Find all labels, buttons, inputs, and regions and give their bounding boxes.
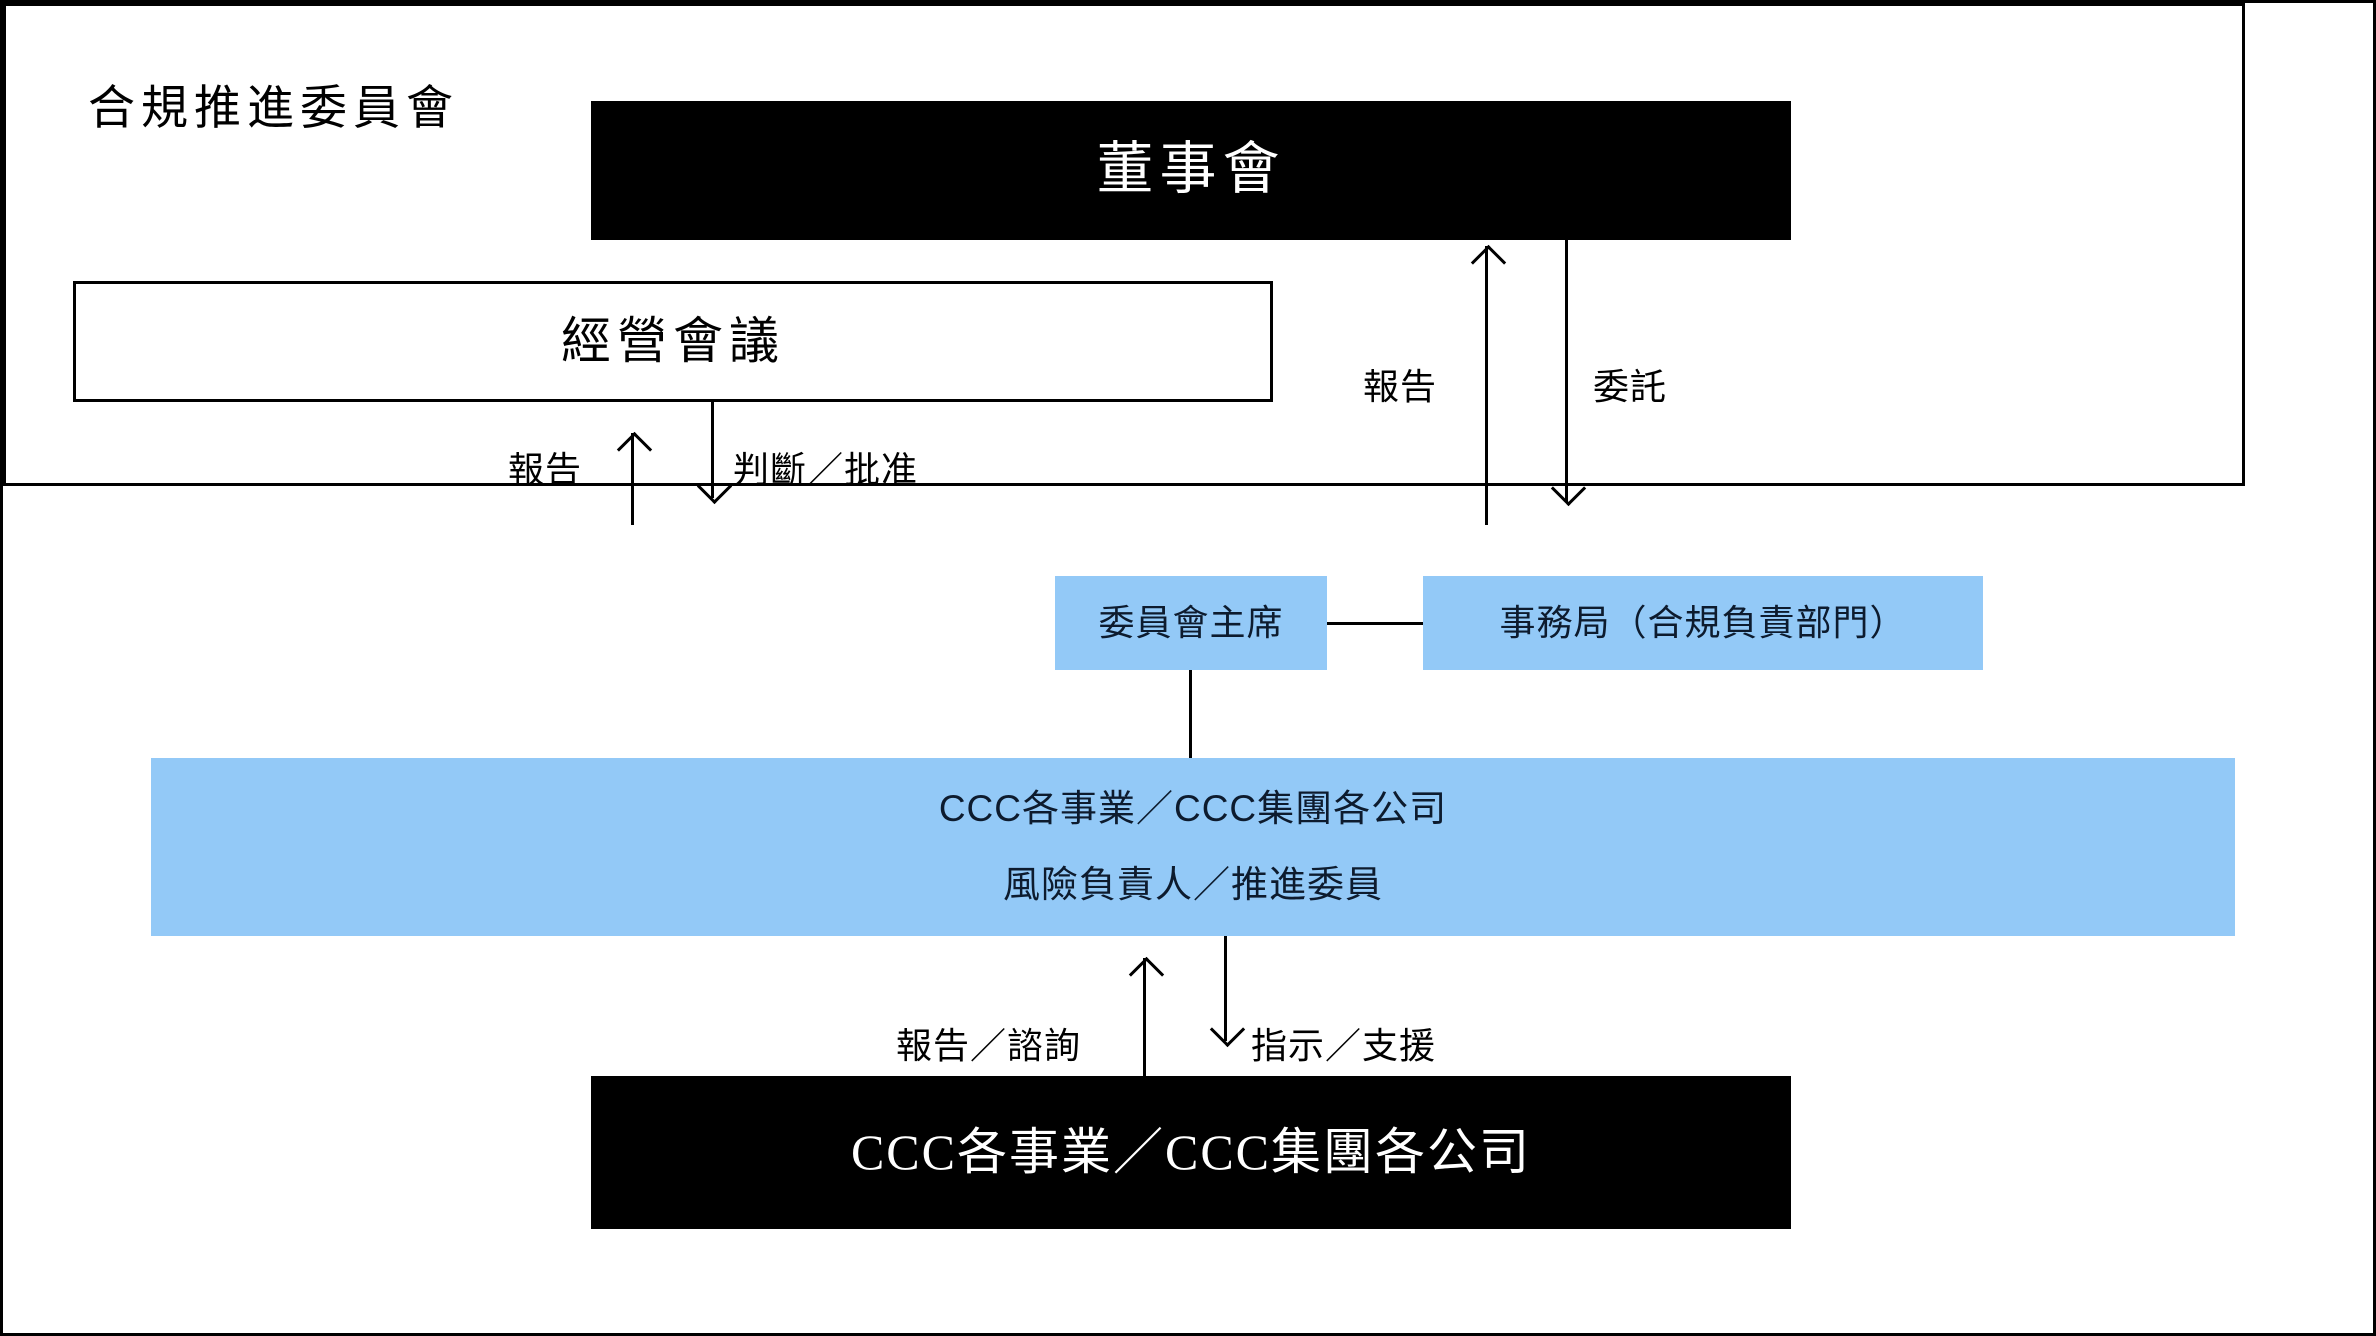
connector-unit-report-arrowhead: [1128, 956, 1165, 993]
connector-chair-units-line: [1189, 670, 1192, 760]
business-units-line-2: 風險負責人／推進委員: [1003, 864, 1383, 905]
connector-unit-report-line: [1143, 958, 1146, 1076]
connector-mgmt-decision-label: 判斷／批准: [733, 449, 919, 490]
committee-chair-label: 委員會主席: [1098, 601, 1284, 643]
business-units-line-1: CCC各事業／CCC集團各公司: [938, 788, 1448, 830]
compliance-committee-box: 合規推進委員會: [3, 3, 2245, 486]
connector-unit-instruct-arrowhead: [1209, 1011, 1246, 1048]
connector-board-delegate-line: [1565, 240, 1568, 502]
compliance-committee-title: 合規推進委員會: [88, 83, 459, 135]
connector-mgmt-report-label: 報告: [508, 449, 583, 490]
connector-board-report-label: 報告: [1363, 366, 1438, 407]
group-companies-label: CCC各事業／CCC集團各公司: [850, 1123, 1532, 1180]
secretariat-box: 事務局（合規負責部門）: [1423, 576, 1983, 670]
connector-unit-report-label: 報告／諮詢: [896, 1025, 1082, 1066]
board-of-directors-label: 董事會: [1096, 138, 1286, 202]
connector-unit-instruct-label: 指示／支援: [1251, 1025, 1437, 1066]
group-companies-box: CCC各事業／CCC集團各公司: [591, 1076, 1791, 1229]
management-meeting-box: 經營會議: [73, 281, 1273, 402]
connector-mgmt-report-line: [631, 433, 634, 525]
connector-board-report-line: [1485, 246, 1488, 525]
business-units-risk-owners-box: CCC各事業／CCC集團各公司 風險負責人／推進委員: [151, 758, 2235, 936]
connector-chair-secretariat-line: [1327, 622, 1423, 625]
committee-chair-box: 委員會主席: [1055, 576, 1327, 670]
connector-board-delegate-label: 委託: [1593, 366, 1668, 407]
connector-mgmt-decision-line: [711, 402, 714, 498]
connector-unit-instruct-line: [1224, 936, 1227, 1041]
board-of-directors-box: 董事會: [591, 101, 1791, 240]
management-meeting-label: 經營會議: [561, 312, 785, 369]
secretariat-label: 事務局（合規負責部門）: [1499, 601, 1907, 643]
